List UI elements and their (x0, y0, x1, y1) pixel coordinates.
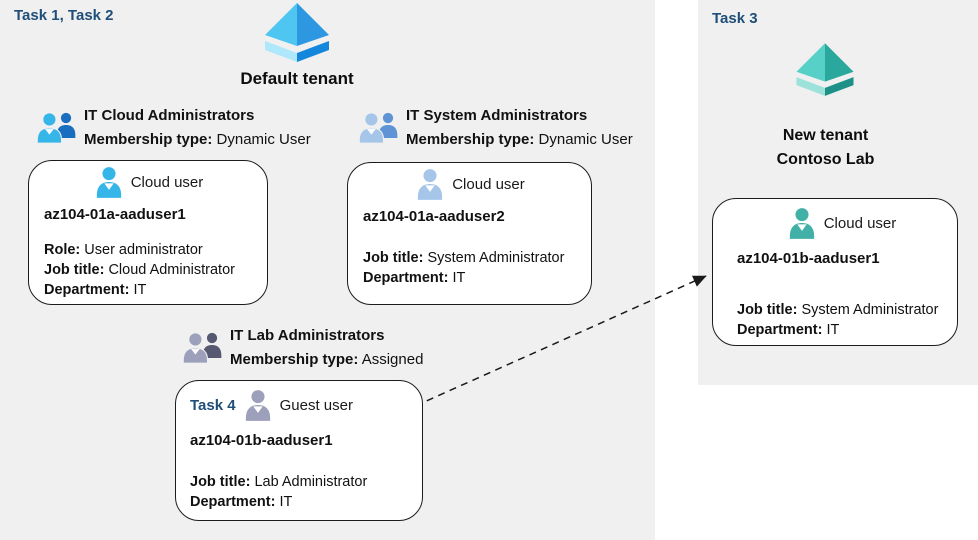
card-header: Cloud user (360, 163, 581, 202)
task-4-label: Task 4 (190, 396, 236, 414)
field-value: Cloud Administrator (108, 262, 235, 278)
field-role: Role: User administrator (44, 240, 257, 260)
field-value: Lab Administrator (254, 474, 368, 490)
azure-ad-icon-default-tenant (265, 3, 329, 62)
group-title: IT Lab Administrators (230, 327, 385, 344)
card-header: Task 4 Guest user (190, 381, 412, 423)
field-department: Department: IT (44, 280, 257, 300)
field-label: Job title: (737, 302, 798, 318)
field-label: Job title: (363, 250, 424, 266)
user-name: az104-01b-aaduser1 (190, 432, 333, 449)
card-header: Cloud user (737, 199, 947, 241)
membership-type-text: Membership type: Dynamic User (84, 130, 311, 149)
membership-value: Dynamic User (538, 131, 633, 148)
field-value: IT (452, 270, 466, 286)
user-name: az104-01a-aaduser2 (363, 208, 505, 225)
field-job-title: Job title: System Administrator (363, 248, 581, 268)
task-3-label: Task 3 (712, 10, 758, 27)
task-1-2-label: Task 1, Task 2 (14, 7, 114, 24)
group-header-text: IT System Administrators Membership type… (406, 104, 633, 149)
field-job-title: Job title: Cloud Administrator (44, 260, 257, 280)
user-fields: Job title: Lab Administrator Department:… (190, 472, 412, 512)
user-fields: Role: User administrator Job title: Clou… (41, 240, 257, 300)
field-value: System Administrator (801, 302, 939, 318)
group-header-it-system-administrators: IT System Administrators Membership type… (358, 104, 633, 149)
field-department: Department: IT (363, 268, 581, 288)
user-card-az104-01a-aaduser1: Cloud user az104-01a-aaduser1 Role: User… (28, 160, 268, 305)
field-label: Job title: (190, 474, 251, 490)
field-value: IT (826, 322, 840, 338)
new-tenant-title-line2: Contoso Lab (776, 151, 875, 168)
membership-label: Membership type: (84, 131, 213, 148)
group-header-text: IT Lab Administrators Membership type: A… (230, 324, 423, 369)
new-tenant-title-line1: New tenant (782, 127, 869, 144)
user-type-label: Cloud user (823, 214, 897, 232)
guest-card-az104-01b-aaduser1: Task 4 Guest user az104-01b-aaduser1 Job… (175, 380, 423, 521)
field-department: Department: IT (190, 492, 412, 512)
field-label: Department: (44, 282, 130, 298)
group-header-it-lab-administrators: IT Lab Administrators Membership type: A… (182, 324, 423, 369)
membership-type-text: Membership type: Assigned (230, 350, 423, 369)
field-department: Department: IT (737, 320, 947, 340)
field-job-title: Job title: Lab Administrator (190, 472, 412, 492)
group-header-text: IT Cloud Administrators Membership type:… (84, 104, 311, 149)
field-value: IT (133, 282, 147, 298)
field-label: Job title: (44, 262, 105, 278)
user-name: az104-01a-aaduser1 (44, 206, 186, 223)
field-job-title: Job title: System Administrator (737, 300, 947, 320)
membership-value: Assigned (361, 351, 424, 368)
default-tenant-title: Default tenant (240, 69, 354, 88)
user-fields: Job title: System Administrator Departme… (737, 300, 947, 340)
field-label: Department: (363, 270, 449, 286)
group-title: IT System Administrators (406, 107, 588, 124)
azure-ad-icon-new-tenant (796, 43, 854, 96)
new-tenant-title: New tenant Contoso Lab (708, 126, 943, 170)
field-value: User administrator (84, 242, 203, 258)
user-type-label: Guest user (279, 396, 353, 414)
guest-user-icon (245, 390, 270, 421)
cloud-user-icon (418, 169, 443, 200)
membership-label: Membership type: (406, 131, 535, 148)
field-value: System Administrator (427, 250, 565, 266)
people-group-icon (358, 112, 398, 144)
user-type-label: Cloud user (452, 175, 525, 193)
field-label: Department: (737, 322, 823, 338)
field-value: IT (279, 494, 293, 510)
card-header: Cloud user (41, 161, 257, 200)
people-group-icon (36, 112, 76, 144)
user-type-label: Cloud user (130, 173, 204, 191)
membership-value: Dynamic User (216, 131, 311, 148)
field-label: Role: (44, 242, 81, 258)
field-label: Department: (190, 494, 276, 510)
user-card-az104-01a-aaduser2: Cloud user az104-01a-aaduser2 Job title:… (347, 162, 592, 305)
cloud-user-icon (789, 208, 814, 239)
group-title: IT Cloud Administrators (84, 107, 255, 124)
membership-label: Membership type: (230, 351, 359, 368)
cloud-user-icon (96, 167, 121, 198)
people-group-icon (182, 332, 222, 364)
user-fields: Job title: System Administrator Departme… (360, 248, 581, 288)
user-card-az104-01b-aaduser1-new-tenant: Cloud user az104-01b-aaduser1 Job title:… (712, 198, 958, 346)
group-header-it-cloud-administrators: IT Cloud Administrators Membership type:… (36, 104, 311, 149)
user-name: az104-01b-aaduser1 (737, 250, 880, 267)
membership-type-text: Membership type: Dynamic User (406, 130, 633, 149)
